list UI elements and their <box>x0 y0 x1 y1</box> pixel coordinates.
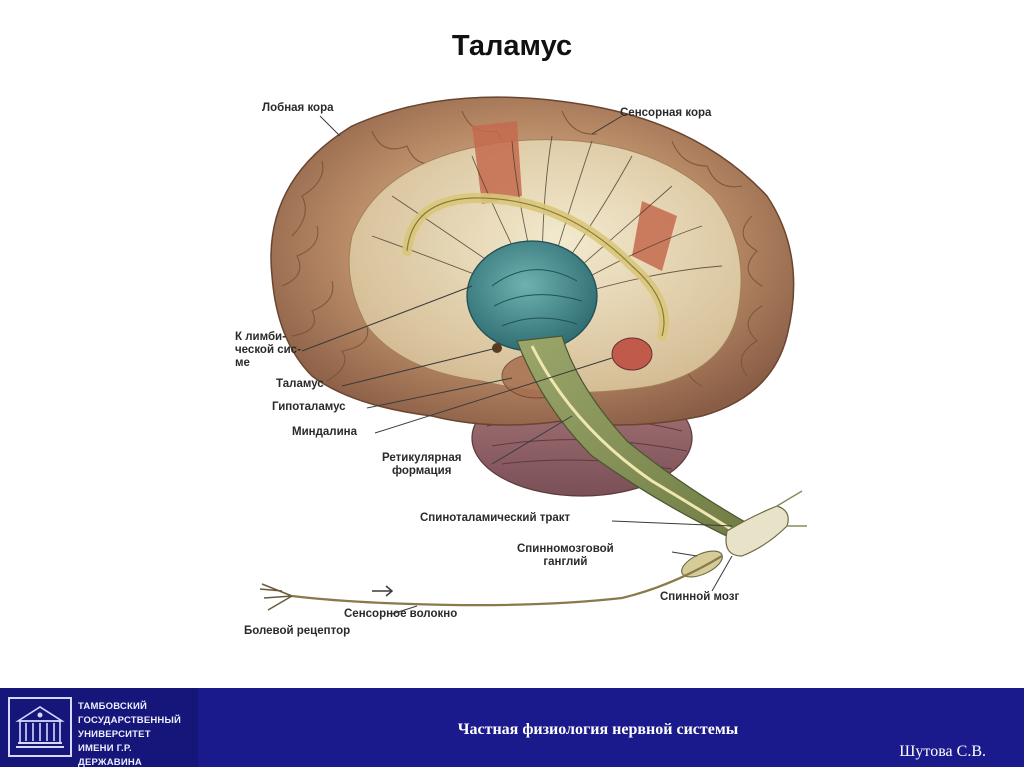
leader-lines <box>301 115 733 615</box>
sensory-fiber <box>291 555 723 607</box>
university-building-icon <box>8 697 72 757</box>
footer-bar: ТАМБОВСКИЙ ГОСУДАРСТВЕННЫЙ УНИВЕРСИТЕТ И… <box>0 688 1024 767</box>
label-reticular-formation: Ретикулярная формация <box>382 452 462 477</box>
pain-receptor-branches <box>259 583 293 611</box>
label-sensory-cortex: Сенсорная кора <box>620 107 712 119</box>
course-title: Частная физиология нервной системы <box>457 721 739 738</box>
label-spinal-cord: Спинной мозг <box>660 591 740 603</box>
label-spinal-ganglion: Спинномозговой ганглий <box>517 543 614 568</box>
label-pain-receptor: Болевой рецептор <box>244 625 351 637</box>
amygdala <box>611 337 653 371</box>
slide-title: Таламус <box>451 30 573 62</box>
university-name: ТАМБОВСКИЙ ГОСУДАРСТВЕННЫЙ УНИВЕРСИТЕТ И… <box>78 701 182 767</box>
label-frontal-cortex: Лобная кора <box>262 102 334 114</box>
label-sensory-fiber: Сенсорное волокно <box>344 608 458 620</box>
label-amygdala: Миндалина <box>292 426 358 438</box>
direction-arrow <box>372 585 394 597</box>
thalamus <box>466 240 598 352</box>
label-hypothalamus: Гипоталамус <box>272 401 346 413</box>
sensory-cortex-strip <box>472 121 522 204</box>
spinal-ganglion <box>681 550 723 578</box>
label-to-limbic-system: К лимби- ческой сис- ме <box>235 331 301 369</box>
author-name: Шутова С.В. <box>899 743 986 760</box>
sensory-cortex-strip-2 <box>632 201 677 271</box>
label-thalamus: Таламус <box>276 378 324 390</box>
brain-diagram: Лобная кора Сенсорная кора К лимби- ческ… <box>232 86 818 648</box>
spinal-cord <box>725 505 789 557</box>
university-logo: ТАМБОВСКИЙ ГОСУДАРСТВЕННЫЙ УНИВЕРСИТЕТ И… <box>0 688 198 767</box>
label-spinothalamic-tract: Спиноталамический тракт <box>420 512 571 524</box>
spinothalamic-tract-line <box>530 345 743 538</box>
brain-illustration <box>259 96 807 615</box>
